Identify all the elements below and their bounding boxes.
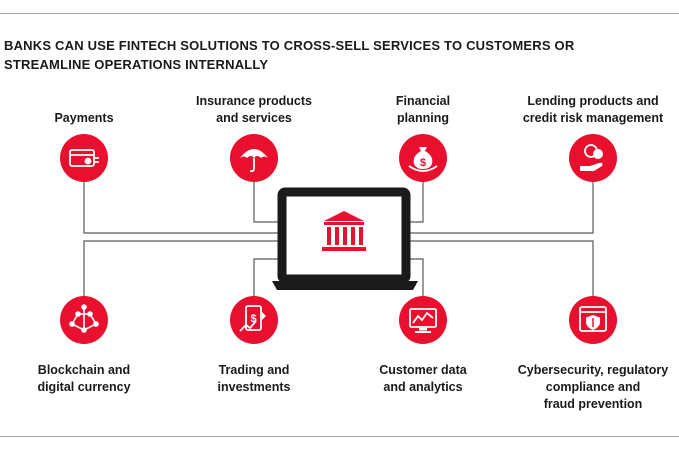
credit-card-icon	[69, 149, 99, 167]
label-line: Payments	[54, 111, 114, 125]
chart-monitor-icon	[409, 308, 437, 333]
connector-blockchain	[83, 240, 290, 296]
connector-cybersecurity	[398, 240, 594, 296]
page-title: BANKS CAN USE FINTECH SOLUTIONS TO CROSS…	[4, 36, 644, 74]
label-line: digital currency	[37, 380, 131, 394]
label-line: Insurance products	[196, 94, 312, 108]
label-line: Cybersecurity, regulatory	[517, 363, 669, 377]
label-cybersecurity: Cybersecurity, regulatory compliance and…	[503, 362, 679, 413]
svg-text:$: $	[420, 157, 426, 169]
label-line: planning	[396, 111, 450, 125]
node-blockchain	[60, 296, 108, 344]
label-line: Lending products and	[527, 94, 659, 108]
network-nodes-icon	[69, 304, 99, 333]
label-line: fraud prevention	[543, 397, 643, 411]
title-line-2: STREAMLINE OPERATIONS INTERNALLY	[4, 57, 269, 72]
node-insurance	[230, 134, 278, 182]
node-customer-data	[399, 296, 447, 344]
label-blockchain: Blockchain and digital currency	[0, 362, 174, 396]
label-customer-data: Customer data and analytics	[333, 362, 513, 396]
label-line: compliance and	[545, 380, 641, 394]
node-cybersecurity	[569, 296, 617, 344]
node-financial-planning: $	[399, 134, 447, 182]
money-bag-icon: $	[408, 147, 438, 172]
label-line: and analytics	[383, 380, 463, 394]
label-line: Financial	[395, 94, 451, 108]
svg-text:$: $	[250, 313, 256, 325]
connectors	[83, 181, 594, 296]
label-line: Customer data	[379, 363, 467, 377]
shield-browser-icon	[579, 306, 607, 332]
label-line: credit risk management	[522, 111, 664, 125]
phone-dollar-icon: $	[239, 305, 266, 332]
top-rule	[0, 13, 679, 14]
bottom-rule	[0, 436, 679, 437]
umbrella-icon	[240, 149, 268, 173]
connector-lending	[398, 181, 594, 234]
connector-payments	[83, 181, 290, 234]
label-trading: Trading and investments	[164, 362, 344, 396]
label-line: investments	[217, 380, 291, 394]
node-trading: $	[230, 296, 278, 344]
label-insurance: Insurance products and services	[164, 93, 344, 127]
label-payments: Payments	[0, 110, 174, 127]
label-line: Trading and	[218, 363, 290, 377]
hand-coins-icon	[580, 144, 603, 171]
label-lending: Lending products and credit risk managem…	[503, 93, 679, 127]
label-line: and services	[216, 111, 292, 125]
bank-building-icon	[322, 211, 366, 251]
label-financial-planning: Financial planning	[333, 93, 513, 127]
laptop-icon	[272, 187, 418, 290]
node-lending	[569, 134, 617, 182]
label-line: Blockchain and	[37, 363, 131, 377]
node-payments	[60, 134, 108, 182]
title-line-1: BANKS CAN USE FINTECH SOLUTIONS TO CROSS…	[4, 38, 575, 53]
